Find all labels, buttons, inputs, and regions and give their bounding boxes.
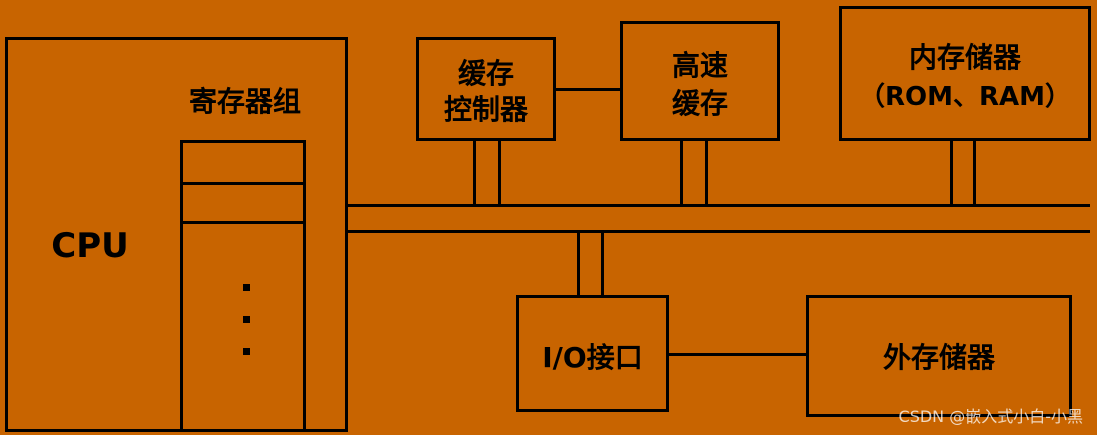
main-memory-label-line1: 内存储器	[908, 41, 1021, 74]
connector	[473, 141, 476, 205]
cache-controller-label-line2: 控制器	[443, 93, 528, 126]
cache-controller-box	[416, 37, 556, 141]
io-interface-label: I/O接口	[542, 341, 643, 374]
main-memory-box	[839, 6, 1091, 141]
connector	[601, 233, 604, 296]
external-storage-box	[806, 295, 1072, 417]
high-speed-cache-label-line1: 高速	[671, 49, 728, 82]
io-interface-box	[516, 295, 669, 412]
watermark: CSDN @嵌入式小白-小黑	[898, 407, 1083, 426]
connector	[973, 141, 976, 205]
cpu-label: CPU	[51, 226, 129, 266]
register-divider	[180, 182, 306, 185]
connector	[680, 141, 683, 205]
connector	[950, 141, 953, 205]
cache-controller-label-line1: 缓存	[457, 57, 514, 90]
controller-cache-link	[556, 88, 621, 91]
ellipsis-dot	[243, 348, 250, 355]
ellipsis-dot	[243, 316, 250, 323]
high-speed-cache-box	[620, 21, 780, 141]
system-bus-upper	[348, 204, 1090, 207]
connector	[705, 141, 708, 205]
io-storage-link	[669, 353, 807, 356]
system-bus-lower	[348, 230, 1090, 233]
main-memory-label-line2: （ROM、RAM）	[858, 82, 1071, 112]
register-divider	[180, 221, 306, 224]
connector	[577, 233, 580, 296]
connector	[498, 141, 501, 205]
external-storage-label: 外存储器	[882, 341, 995, 374]
register-group-label: 寄存器组	[188, 85, 301, 118]
high-speed-cache-label-line2: 缓存	[671, 87, 728, 120]
ellipsis-dot	[243, 284, 250, 291]
